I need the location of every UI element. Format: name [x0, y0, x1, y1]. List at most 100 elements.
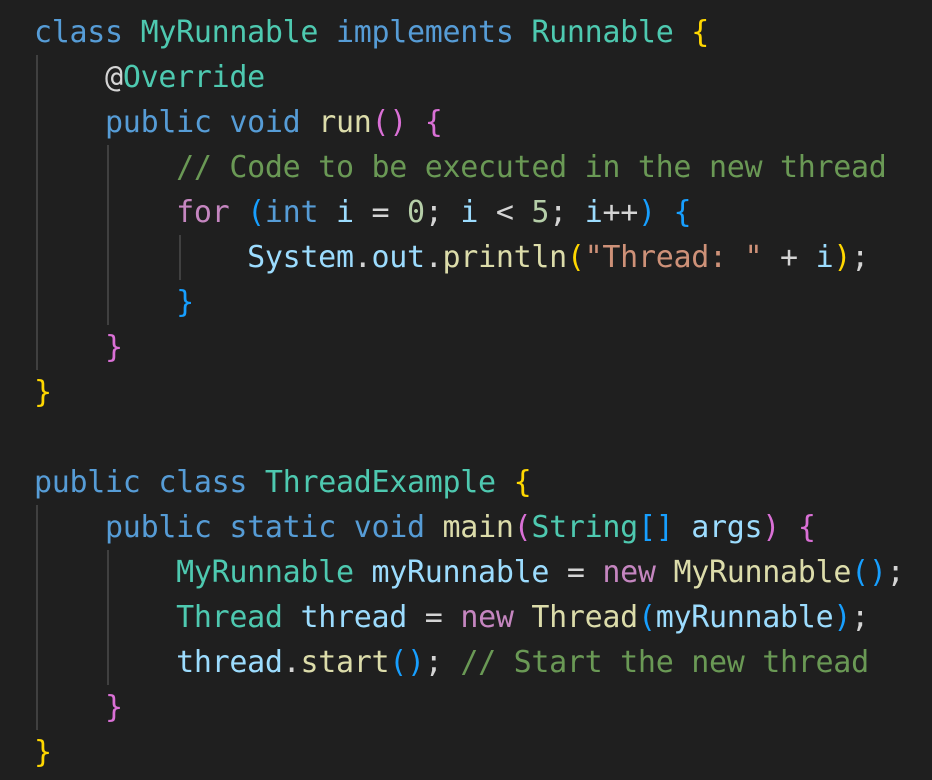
code-token-plain: [354, 555, 372, 590]
code-token-plain: [514, 600, 532, 635]
code-token-b3: (: [247, 195, 265, 230]
code-token-func: run: [318, 105, 372, 140]
code-token-b2: (): [371, 105, 408, 140]
code-token-plain: <: [478, 195, 532, 230]
code-token-var: thread: [176, 645, 283, 680]
code-token-func: MyRunnable: [673, 555, 852, 590]
code-token-keyword: int: [264, 195, 319, 230]
code-token-plain: [425, 510, 443, 545]
code-line[interactable]: public class ThreadExample {: [34, 460, 532, 505]
code-token-control: for: [176, 195, 230, 230]
code-token-keyword: class: [158, 465, 248, 500]
code-token-number: 0: [407, 195, 425, 230]
code-token-type: Thread: [176, 600, 283, 635]
code-token-keyword: class: [34, 15, 123, 50]
code-token-b1: {: [513, 465, 532, 500]
code-token-plain: ;: [549, 195, 585, 230]
code-token-b1: }: [34, 735, 52, 770]
code-token-b1: {: [691, 15, 709, 50]
code-token-keyword: public: [105, 510, 212, 545]
code-token-plain: [407, 105, 425, 140]
code-token-plain: ;: [851, 600, 869, 635]
code-token-var: i: [815, 240, 834, 275]
code-token-plain: [34, 285, 176, 320]
code-token-b3: }: [176, 285, 194, 320]
code-token-plain: [300, 105, 318, 140]
indent-guide: [36, 55, 38, 370]
code-token-var: myRunnable: [655, 600, 834, 635]
code-token-plain: [656, 555, 674, 590]
code-line[interactable]: }: [34, 280, 194, 325]
code-token-plain: [318, 195, 336, 230]
code-token-plain: ;: [851, 240, 869, 275]
code-line[interactable]: public static void main(String[] args) {: [34, 505, 816, 550]
indent-guide: [179, 235, 181, 280]
code-token-plain: =: [549, 555, 603, 590]
code-token-keyword: public: [34, 465, 141, 500]
code-token-keyword: implements: [335, 15, 514, 50]
code-token-plain: [34, 330, 105, 365]
code-token-var: i: [584, 195, 603, 230]
code-token-func: main: [442, 510, 514, 545]
code-token-type: Override: [122, 60, 265, 95]
code-token-plain: [336, 510, 354, 545]
code-token-plain: [141, 465, 159, 500]
code-token-string: "Thread: ": [584, 240, 763, 275]
code-token-plain: +: [762, 240, 816, 275]
code-line[interactable]: System.out.println("Thread: " + i);: [34, 235, 869, 280]
code-token-plain: ;: [424, 645, 461, 680]
code-line[interactable]: @Override: [34, 55, 265, 100]
code-token-var: i: [335, 195, 354, 230]
code-line[interactable]: }: [34, 325, 123, 370]
code-token-b2: {: [797, 510, 816, 545]
code-token-plain: [283, 600, 301, 635]
code-line[interactable]: class MyRunnable implements Runnable {: [34, 10, 709, 55]
code-token-plain: [34, 195, 176, 230]
code-token-plain: [780, 510, 798, 545]
code-token-plain: [514, 15, 532, 50]
code-token-plain: [656, 195, 674, 230]
code-token-b3: []: [637, 510, 674, 545]
code-token-plain: [34, 105, 105, 140]
code-token-comment: // Start the new thread: [460, 645, 869, 680]
code-token-b2: }: [105, 330, 123, 365]
code-token-plain: .: [353, 240, 372, 275]
code-line[interactable]: }: [34, 730, 52, 775]
code-token-plain: [34, 600, 176, 635]
code-token-plain: [34, 645, 176, 680]
code-token-var: i: [460, 195, 479, 230]
code-line[interactable]: public void run() {: [34, 100, 443, 145]
code-token-type: MyRunnable: [140, 15, 319, 50]
code-token-var: System: [247, 240, 354, 275]
code-token-b3: (: [637, 600, 656, 635]
code-token-b2: {: [424, 105, 443, 140]
code-token-b3: (): [389, 645, 425, 680]
code-line[interactable]: MyRunnable myRunnable = new MyRunnable()…: [34, 550, 905, 595]
code-token-control: new: [460, 600, 514, 635]
code-line[interactable]: // Code to be executed in the new thread: [34, 145, 887, 190]
code-line[interactable]: thread.start(); // Start the new thread: [34, 640, 869, 685]
code-token-plain: [673, 510, 691, 545]
code-token-type: Runnable: [531, 15, 674, 50]
code-token-func: println: [442, 240, 568, 275]
code-token-b1: ): [833, 240, 852, 275]
code-token-plain: [496, 465, 514, 500]
indent-guide: [36, 505, 38, 730]
code-line[interactable]: }: [34, 685, 123, 730]
code-token-plain: [34, 150, 176, 185]
indent-guide: [107, 145, 109, 325]
code-line[interactable]: }: [34, 370, 52, 415]
code-token-type: MyRunnable: [176, 555, 354, 590]
code-token-plain: ;: [424, 195, 461, 230]
code-line[interactable]: for (int i = 0; i < 5; i++) {: [34, 190, 691, 235]
code-token-b1: (: [566, 240, 585, 275]
code-token-plain: .: [424, 240, 443, 275]
code-token-b3: {: [673, 195, 692, 230]
indent-guide: [107, 550, 109, 685]
code-line[interactable]: Thread thread = new Thread(myRunnable);: [34, 595, 869, 640]
code-token-plain: =: [407, 600, 461, 635]
code-token-comment: // Code to be executed in the new thread: [176, 150, 887, 185]
code-token-plain: [212, 510, 230, 545]
code-token-keyword: public: [105, 105, 212, 140]
